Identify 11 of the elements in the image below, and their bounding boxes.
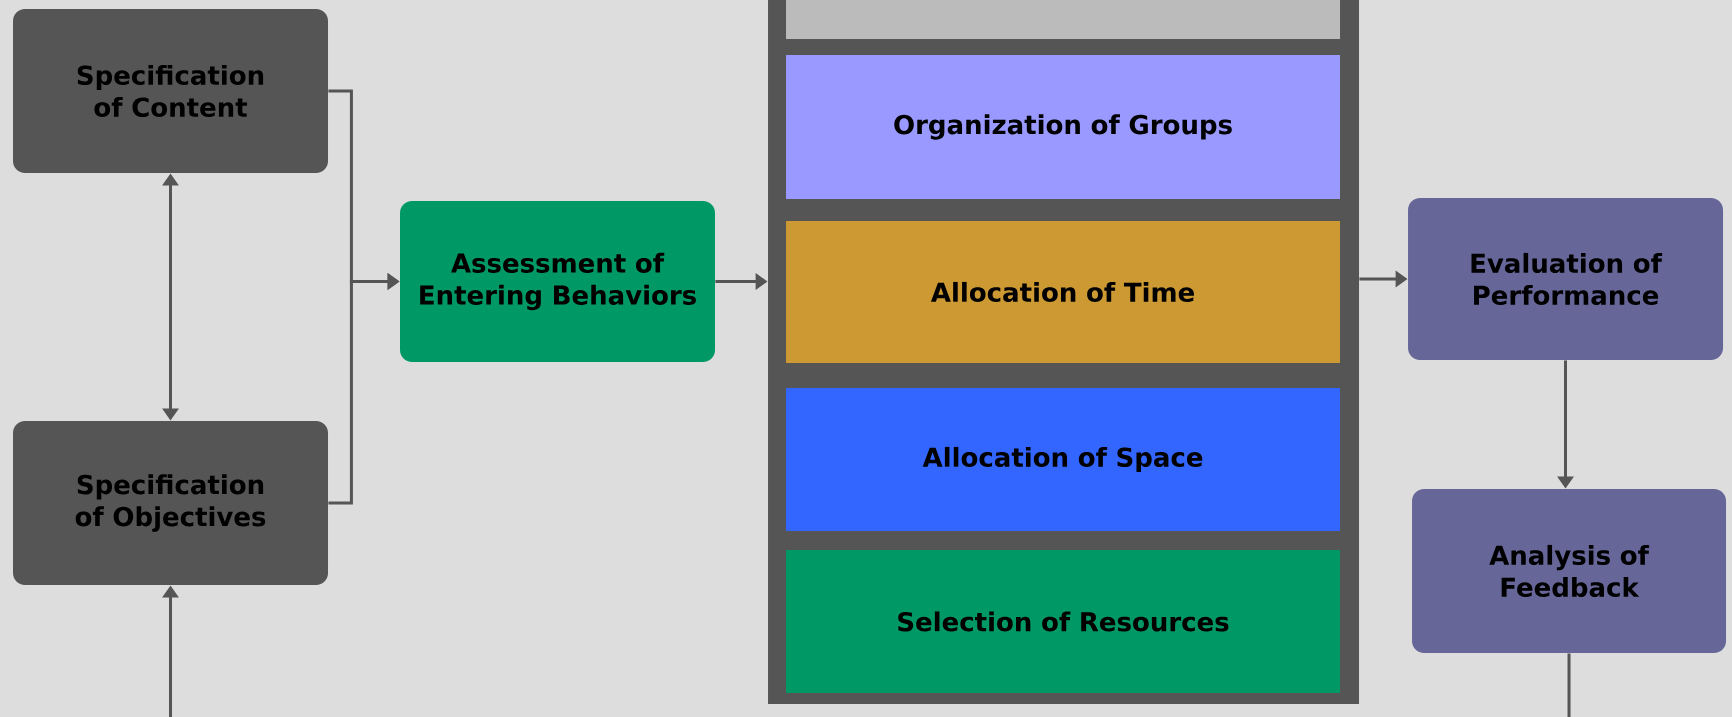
connector-line bbox=[1567, 653, 1571, 717]
process-box: Specification of Content bbox=[13, 9, 328, 173]
stacked-band: Selection of Resources bbox=[786, 550, 1340, 693]
stacked-band: Organization of Groups bbox=[786, 55, 1340, 199]
stacked-band: Allocation of Space bbox=[786, 388, 1340, 531]
process-box: Specification of Objectives bbox=[13, 421, 328, 585]
stacked-band bbox=[786, 0, 1340, 39]
stacked-band: Allocation of Time bbox=[786, 221, 1340, 363]
process-box: Analysis of Feedback bbox=[1412, 489, 1726, 653]
process-box: Evaluation of Performance bbox=[1408, 198, 1724, 360]
process-box: Assessment of Entering Behaviors bbox=[400, 201, 715, 362]
